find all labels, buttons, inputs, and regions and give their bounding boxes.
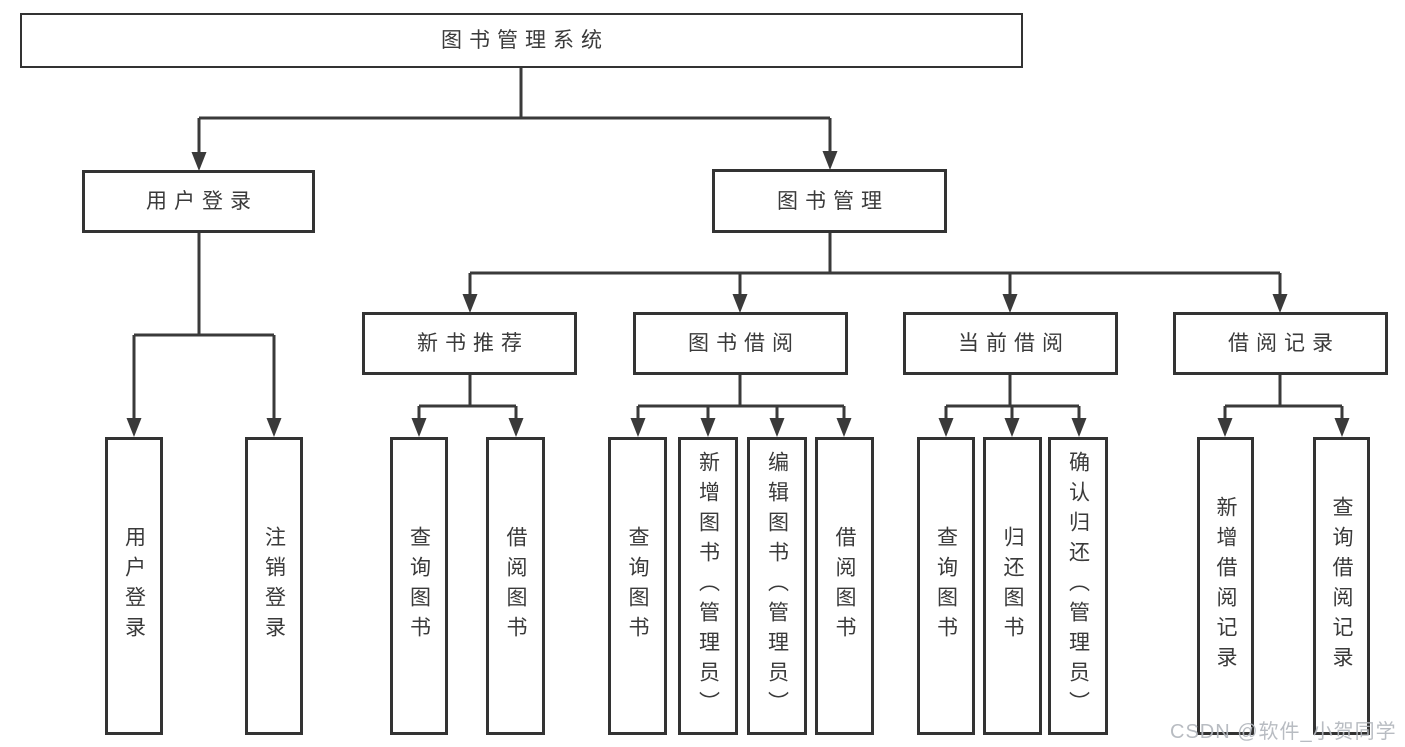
- leaf-query-books-borrow: 查询图书: [608, 437, 667, 735]
- csdn-watermark: CSDN @软件_小贺同学: [1170, 721, 1397, 743]
- leaf-confirm-return-admin: 确认归还（管理员）: [1048, 437, 1108, 735]
- node-book-management: 图书管理: [712, 169, 947, 233]
- leaf-borrow-books: 借阅图书: [815, 437, 874, 735]
- node-borrow-record: 借阅记录: [1173, 312, 1388, 375]
- leaf-query-books-recommend: 查询图书: [390, 437, 448, 735]
- arrowheads: [126, 151, 1350, 437]
- node-book-management-system: 图书管理系统: [20, 13, 1023, 68]
- leaf-borrow-books-recommend: 借阅图书: [486, 437, 545, 735]
- leaf-add-borrow-record: 新增借阅记录: [1197, 437, 1254, 735]
- leaf-return-books: 归还图书: [983, 437, 1042, 735]
- leaf-user-login: 用户登录: [105, 437, 163, 735]
- leaf-query-books-current: 查询图书: [917, 437, 975, 735]
- leaf-query-borrow-record: 查询借阅记录: [1313, 437, 1370, 735]
- leaf-edit-books-admin: 编辑图书（管理员）: [747, 437, 807, 735]
- node-user-login: 用户登录: [82, 170, 315, 233]
- leaf-add-books-admin: 新增图书（管理员）: [678, 437, 738, 735]
- node-current-borrow: 当前借阅: [903, 312, 1118, 375]
- leaf-logout: 注销登录: [245, 437, 303, 735]
- node-new-book-recommend: 新书推荐: [362, 312, 577, 375]
- node-book-borrow: 图书借阅: [633, 312, 848, 375]
